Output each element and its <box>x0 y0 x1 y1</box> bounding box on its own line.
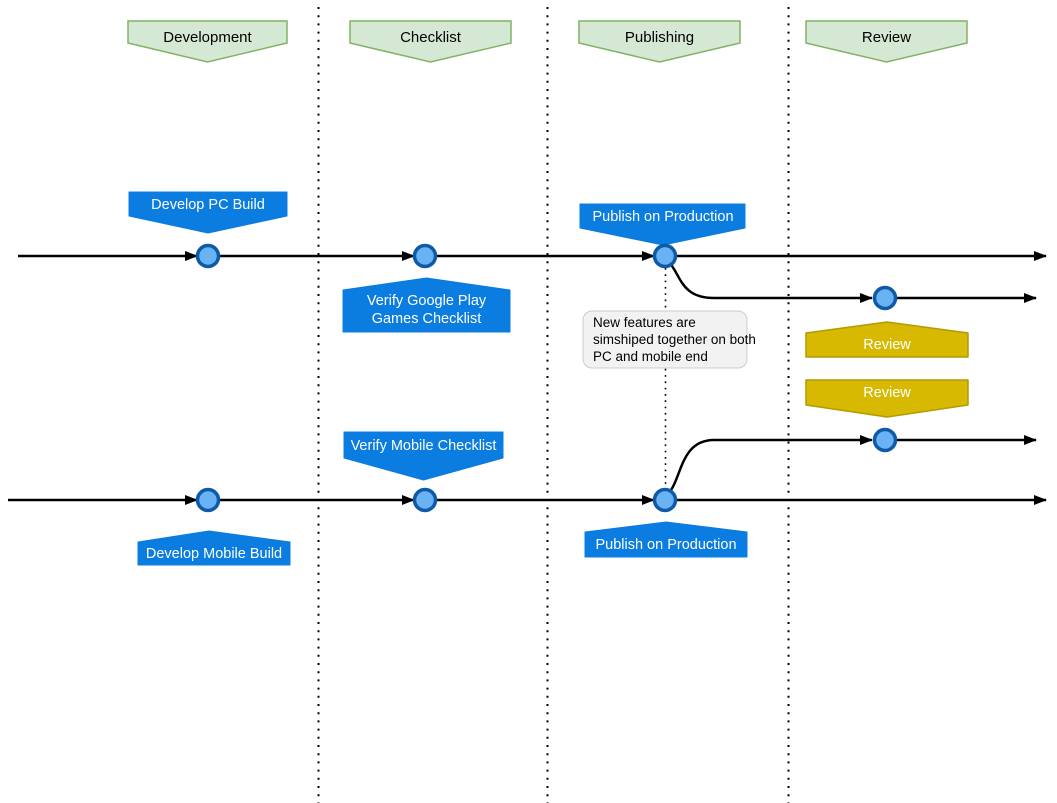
phase-banner-publishing <box>578 20 741 63</box>
task-label-verify-google-play-line2: Games Checklist <box>372 311 482 327</box>
review-banners: Review Review <box>805 321 969 418</box>
milestone-node-review-pc <box>872 285 898 311</box>
milestone-node-review-mobile <box>872 427 898 453</box>
review-label-mobile: Review <box>863 385 911 401</box>
milestone-node-develop-mobile <box>195 487 221 513</box>
phase-banner-review <box>805 20 968 63</box>
milestone-node-verify-google-play <box>412 243 438 269</box>
review-label-pc: Review <box>863 337 911 353</box>
task-banner-verify-mobile-checklist <box>343 431 504 481</box>
note-text-line2: simshiped together on both <box>593 332 756 347</box>
mobile-review-branch <box>667 435 873 495</box>
task-label-verify-mobile-checklist: Verify Mobile Checklist <box>351 438 497 454</box>
note-box <box>582 310 748 369</box>
milestone-node-develop-pc <box>195 243 221 269</box>
task-label-develop-pc-build: Develop PC Build <box>151 197 265 213</box>
note: New features are simshiped together on b… <box>582 310 756 369</box>
phase-banner-development <box>127 20 288 63</box>
note-text-line3: PC and mobile end <box>593 349 708 364</box>
task-label-publish-on-production-mobile: Publish on Production <box>595 537 736 553</box>
milestone-nodes <box>195 243 898 513</box>
lane-separators <box>317 7 790 803</box>
task-banner-develop-pc-build <box>128 191 288 234</box>
phase-label-development: Development <box>163 29 252 46</box>
phase-headers: Development Checklist Publishing Review <box>127 20 968 63</box>
mobile-task-banners: Verify Mobile Checklist Develop Mobile B… <box>137 431 748 566</box>
task-label-verify-google-play-line1: Verify Google Play <box>367 293 487 309</box>
milestone-node-publish-pc <box>652 243 678 269</box>
review-banner-mobile <box>805 379 969 418</box>
pc-review-branch <box>667 260 873 303</box>
mobile-timeline <box>8 435 1047 505</box>
phase-label-checklist: Checklist <box>400 29 462 46</box>
phase-label-publishing: Publishing <box>625 29 694 46</box>
task-label-publish-on-production-pc: Publish on Production <box>592 209 733 225</box>
phase-banner-checklist <box>349 20 512 63</box>
pc-task-banners: Develop PC Build Publish on Production V… <box>128 191 746 333</box>
phase-label-review: Review <box>862 29 911 46</box>
task-banner-verify-google-play-checklist <box>342 277 511 333</box>
task-label-develop-mobile-build: Develop Mobile Build <box>146 546 282 562</box>
task-banner-develop-mobile-build <box>137 530 291 566</box>
task-banner-publish-on-production-pc <box>579 203 746 246</box>
milestone-node-verify-mobile <box>412 487 438 513</box>
review-banner-pc <box>805 321 969 358</box>
note-text-line1: New features are <box>593 315 696 330</box>
milestone-node-publish-mobile <box>652 487 678 513</box>
task-banner-publish-on-production-mobile <box>584 521 748 558</box>
